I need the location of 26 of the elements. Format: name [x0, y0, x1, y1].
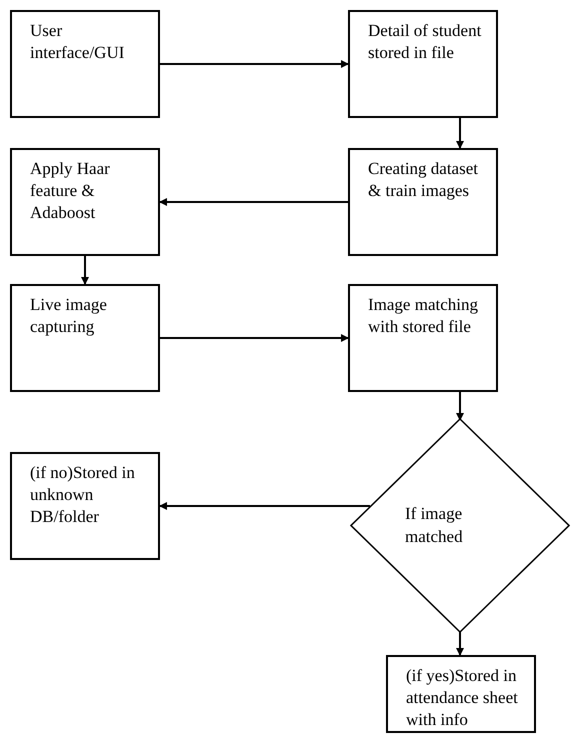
process-box [348, 148, 498, 256]
process-text: (if yes)Stored in attendance sheet with info [406, 665, 519, 732]
process-box [10, 452, 160, 560]
process-box [386, 655, 536, 733]
process-text: Apply Haar feature & Adaboost [30, 158, 111, 224]
process-text: User interface/GUI [30, 20, 126, 64]
process-box [348, 10, 498, 118]
arrow [456, 118, 464, 149]
decision-diamond [350, 418, 570, 633]
arrow [159, 198, 348, 206]
process-text: Detail of student stored in file [368, 20, 482, 64]
process-text: (if no)Stored in unknown DB/folder [30, 462, 136, 528]
process-box [10, 10, 160, 118]
process-box [10, 148, 160, 256]
arrow [456, 392, 464, 421]
process-text: Live image capturing [30, 294, 108, 338]
arrow [456, 631, 464, 656]
arrow [160, 334, 349, 342]
arrow [160, 60, 349, 68]
process-box [348, 284, 498, 392]
process-box [10, 284, 160, 392]
process-text: Image matching with stored file [368, 294, 479, 338]
process-text: Creating dataset & train images [368, 158, 479, 202]
arrow [159, 502, 370, 510]
decision-text: If image matched [405, 503, 464, 548]
arrow [81, 256, 89, 285]
